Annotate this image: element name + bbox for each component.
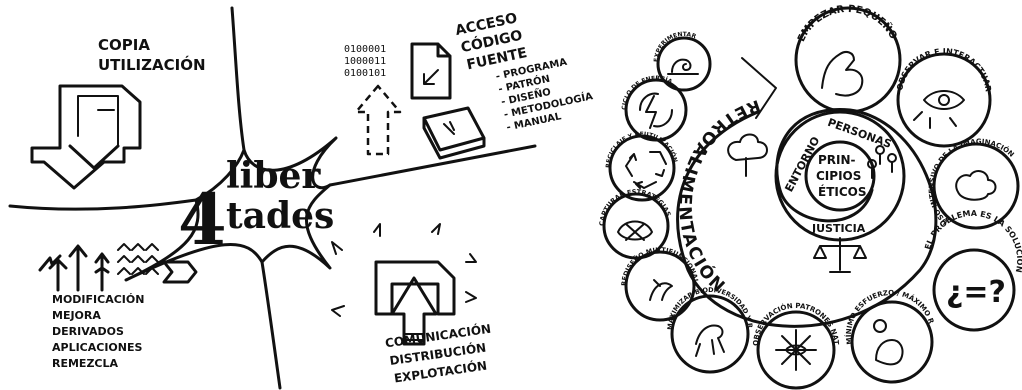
circle-label-experimentar: EXPERIMENTAR xyxy=(653,31,697,62)
horse-icon xyxy=(696,326,724,356)
principle-circle-observar: OBSERVAR E INTERACTUAR xyxy=(895,47,992,146)
ring-word-justicia: JUSTICIA xyxy=(811,222,866,235)
modification-line-3: DERIVADOS xyxy=(52,325,124,338)
book-icon xyxy=(424,108,484,158)
cloud-brain-icon xyxy=(956,171,995,200)
net-icon xyxy=(618,222,652,241)
eye-icon xyxy=(924,91,964,109)
scale-icon xyxy=(814,238,866,272)
principle-circle-empezar-pequeno: EMPEZAR PEQUEÑO xyxy=(796,4,900,112)
energy-bolt-icon xyxy=(640,94,672,128)
document-icon xyxy=(412,44,450,98)
distribution-text: COMUNICACIÓN DISTRIBUCIÓN EXPLOTACIÓN xyxy=(384,321,497,386)
center-label-1: PRIN- xyxy=(818,153,856,167)
principle-circle-energia: CICLO DE ENERGÍA xyxy=(621,75,686,140)
copy-label-line2: UTILIZACIÓN xyxy=(98,55,206,74)
center-number-4: 4 xyxy=(178,178,227,261)
problema-symbol: ¿=? xyxy=(946,275,1006,310)
binary-line-1: 0100001 xyxy=(344,44,386,55)
snail-icon xyxy=(668,60,698,74)
recycle-icon xyxy=(626,152,666,188)
center-word-tades: tades xyxy=(226,195,334,237)
ring-word-entorno: ENTORNO xyxy=(782,135,822,195)
modification-line-2: MEJORA xyxy=(52,309,101,322)
modification-line-5: REMEZCLA xyxy=(52,357,119,370)
modification-arrows-icon xyxy=(40,244,196,290)
hand-sun-icon xyxy=(876,340,903,364)
circle-label-empezar: EMPEZAR PEQUEÑO xyxy=(796,4,899,44)
circle-label-observar: OBSERVAR E INTERACTUAR xyxy=(895,47,992,92)
center-word-liber: liber xyxy=(226,155,321,197)
binary-line-3: 0100101 xyxy=(344,68,386,79)
dashed-upload-arrow-icon xyxy=(356,86,400,154)
center-label-3: ÉTICOS xyxy=(818,184,867,199)
center-label-2: CIPIOS xyxy=(816,169,861,183)
principle-circle-reciclaje: RECICLAJE Y REUTILIZACIÓN xyxy=(605,131,679,200)
copy-label-line1: COPIA xyxy=(98,36,150,54)
spiderweb-icon xyxy=(776,330,816,370)
tree-icon xyxy=(728,135,767,177)
left-panel-libertades: 4 liber tades COPIA UTILIZACIÓN 0100001 … xyxy=(10,0,597,388)
modification-line-4: APLICACIONES xyxy=(52,341,143,354)
copy-download-icon xyxy=(32,86,140,188)
modification-line-1: MODIFICACIÓN xyxy=(52,293,144,306)
hand-pinch-icon xyxy=(822,52,862,96)
bird-icon xyxy=(650,280,672,300)
binary-line-2: 1000011 xyxy=(344,56,386,67)
